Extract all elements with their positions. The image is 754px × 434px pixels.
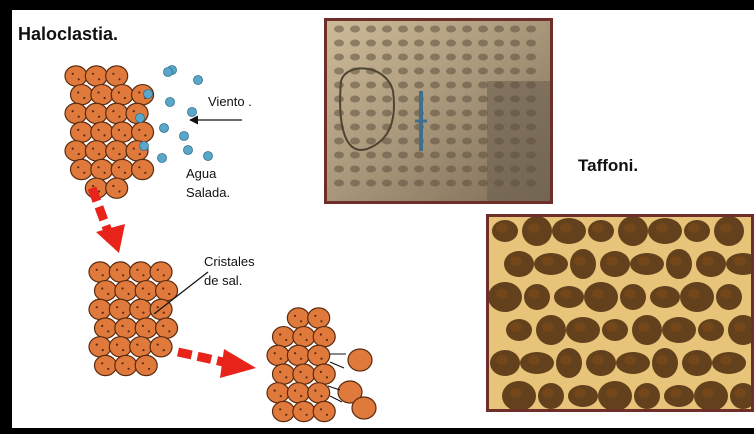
salt-water-drop (164, 68, 173, 77)
rock-grain (111, 85, 133, 105)
rock-grain (132, 159, 154, 179)
rock-grain (287, 383, 309, 403)
rock-grains-cluster-intact (65, 66, 154, 198)
rock-grain (273, 327, 295, 347)
rock-grain (91, 159, 113, 179)
rock-grain (65, 103, 87, 123)
rock-grain (106, 141, 128, 161)
taffoni-photo (486, 214, 754, 412)
rock-grain (267, 383, 289, 403)
rock-grain (106, 178, 128, 198)
detached-grain (348, 349, 372, 371)
rock-grain (130, 299, 152, 319)
rock-grain (267, 345, 289, 365)
rock-grain (95, 281, 117, 301)
rock-grain (85, 66, 107, 86)
rock-grain (85, 103, 107, 123)
taffoni-label: Taffoni. (578, 156, 638, 176)
salt-water-drop (184, 146, 193, 155)
rock-grain (293, 364, 315, 384)
rock-grain (135, 355, 157, 375)
salt-water-drop (136, 114, 145, 123)
rock-grain (89, 262, 111, 282)
rock-grain (313, 327, 335, 347)
rock-grain (287, 308, 309, 328)
salt-water-drop (180, 132, 189, 141)
salt-water-drop (194, 76, 203, 85)
rock-grain (89, 337, 111, 357)
rock-grain (115, 355, 137, 375)
salt-crystals-label-line1: Cristales (204, 252, 255, 271)
rock-grain (111, 122, 133, 142)
rock-grain (115, 281, 137, 301)
rock-grain (313, 401, 335, 421)
rock-grain (293, 401, 315, 421)
rock-grain (65, 141, 87, 161)
rock-grain (95, 355, 117, 375)
red-dashed-arrow-right (178, 349, 256, 378)
rock-grain (91, 122, 113, 142)
salt-water-label: Agua Salada. (186, 164, 230, 202)
salt-water-drop (188, 108, 197, 117)
rock-grain (293, 327, 315, 347)
rock-grain (130, 262, 152, 282)
salt-crystals-label-line2: de sal. (204, 271, 255, 290)
salt-water-drop (204, 152, 213, 161)
rock-grain (273, 401, 295, 421)
rock-grain (308, 383, 330, 403)
rock-grain (150, 337, 172, 357)
salt-water-label-line1: Agua (186, 164, 230, 183)
rock-grain (109, 299, 131, 319)
rock-grain (65, 66, 87, 86)
rock-grain (91, 85, 113, 105)
rock-grain (85, 141, 107, 161)
salt-water-drop (144, 90, 153, 99)
rock-grain (106, 66, 128, 86)
rock-grains-cluster-broken (267, 308, 335, 422)
rock-grain (313, 364, 335, 384)
rock-grain (130, 337, 152, 357)
detached-grain (352, 397, 376, 419)
rock-grain (132, 122, 154, 142)
salt-water-drop (140, 142, 149, 151)
rock-grain (71, 122, 93, 142)
salt-water-drop (158, 154, 167, 163)
salt-water-drop (160, 124, 169, 133)
rock-grain (308, 308, 330, 328)
rock-grain (95, 318, 117, 338)
slide: Haloclastia. Viento . Agua Salada. Crist… (12, 10, 754, 428)
rock-grain (109, 262, 131, 282)
rock-grain (135, 281, 157, 301)
rock-grain (150, 262, 172, 282)
rock-grain (106, 103, 128, 123)
rock-grain (308, 345, 330, 365)
rock-grains-cluster-crystals (89, 262, 178, 376)
rock-grain (135, 318, 157, 338)
rock-grain (71, 85, 93, 105)
rock-grain (115, 318, 137, 338)
salt-crystals-label: Cristales de sal. (204, 252, 255, 290)
salt-water-drop (166, 98, 175, 107)
rock-grain (71, 159, 93, 179)
weathered-rock-photo (324, 18, 553, 204)
salt-water-label-line2: Salada. (186, 183, 230, 202)
rock-grain (109, 337, 131, 357)
rock-grain (287, 345, 309, 365)
rock-grain (89, 299, 111, 319)
rock-grain (156, 318, 178, 338)
rock-grain (111, 159, 133, 179)
wind-label: Viento . (208, 94, 252, 109)
rock-grain (273, 364, 295, 384)
